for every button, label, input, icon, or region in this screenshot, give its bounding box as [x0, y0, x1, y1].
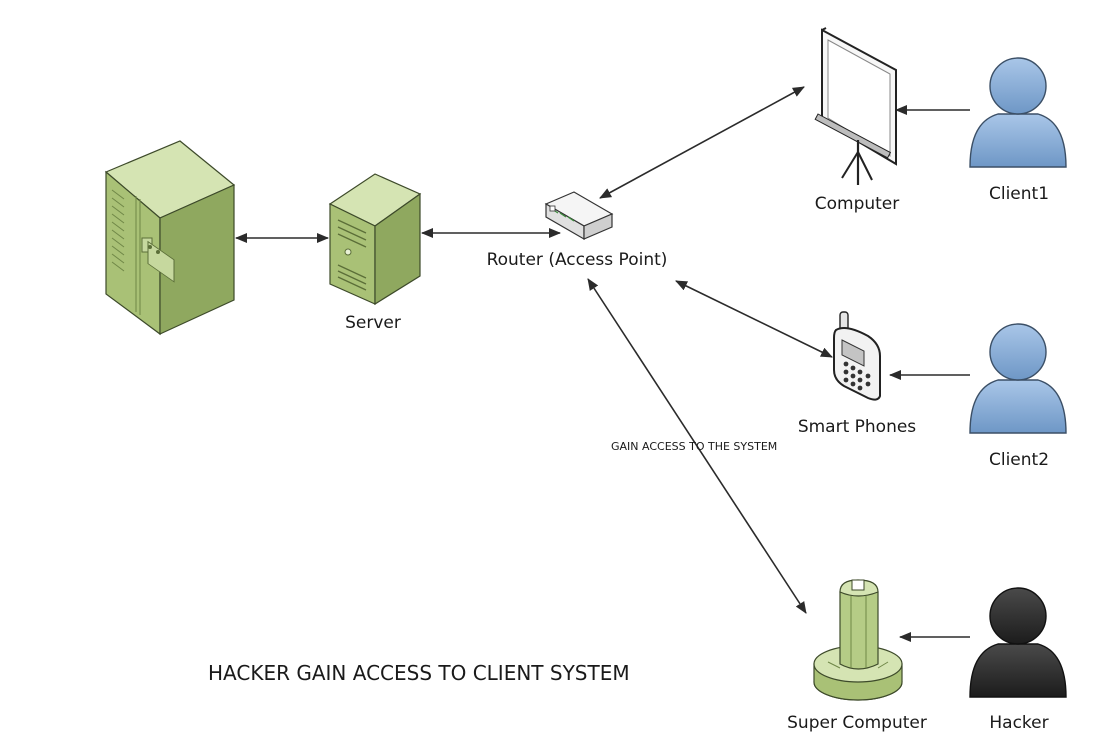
diagram-title: HACKER GAIN ACCESS TO CLIENT SYSTEM — [208, 661, 630, 685]
server-rack-icon — [104, 140, 236, 336]
hacker-user-icon — [969, 587, 1067, 698]
client1-label: Client1 — [989, 184, 1049, 204]
projector-screen-icon — [814, 27, 897, 185]
edge-router-smartphones — [675, 280, 833, 358]
edge-router-supercomputer — [587, 278, 807, 614]
computer-label: Computer — [815, 194, 900, 214]
hacker-label: Hacker — [989, 713, 1048, 733]
tower-server-icon — [328, 173, 422, 306]
supercomputer-label: Super Computer — [787, 713, 927, 733]
edge-label-gain-access: GAIN ACCESS TO THE SYSTEM — [611, 440, 777, 453]
client2-label: Client2 — [989, 450, 1049, 470]
supercomputer-icon — [813, 579, 903, 701]
server-label: Server — [345, 313, 401, 333]
router-label: Router (Access Point) — [487, 250, 668, 270]
mobile-phone-icon — [833, 311, 881, 401]
edge-router-computer — [599, 86, 805, 199]
router-icon — [544, 191, 614, 241]
user-icon — [969, 323, 1067, 434]
smartphones-label: Smart Phones — [798, 417, 916, 437]
user-icon — [969, 57, 1067, 168]
